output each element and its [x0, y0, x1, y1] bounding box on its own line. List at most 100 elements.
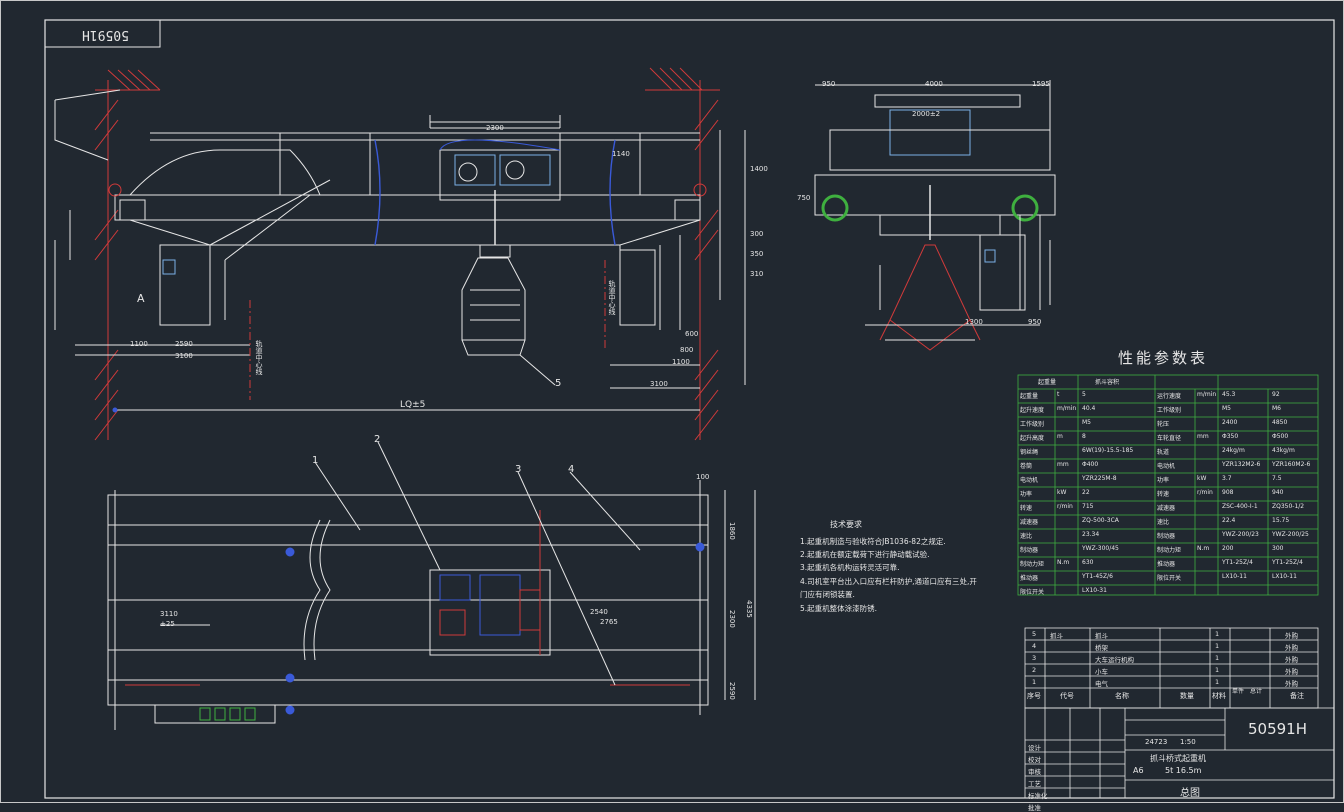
title-block-role: 审核	[1028, 768, 1041, 776]
plan-dim-0: 3110	[160, 610, 178, 618]
perf-right-bridge: ZQ350-1/2	[1272, 503, 1305, 510]
perf-right-label: 制动器	[1157, 533, 1176, 540]
perf-right-trolley: LX10-11	[1222, 573, 1247, 580]
perf-right-trolley: 22.4	[1222, 517, 1236, 524]
parts-row-no: 3	[1032, 654, 1037, 662]
perf-right-trolley: YT1-25Z/4	[1222, 559, 1253, 566]
parts-header-no: 序号	[1027, 692, 1041, 700]
plan-callout-2: 2	[374, 434, 381, 445]
elev-dim-r2: 300	[750, 230, 764, 238]
perf-row-label: 推动器	[1020, 575, 1039, 582]
perf-head-left2: 抓斗容积	[1095, 379, 1120, 386]
elev-dim-b6: 800	[680, 346, 694, 354]
front-elevation-view	[54, 67, 746, 441]
parts-row-remark: 外购	[1285, 680, 1298, 688]
parts-row-remark: 外购	[1285, 668, 1298, 676]
perf-right-trolley: 45.3	[1222, 391, 1236, 398]
perf-right-label: 工作级别	[1157, 407, 1182, 414]
tech-req-1: 1.起重机制造与验收符合JB1036-82之规定.	[800, 537, 946, 546]
perf-row-unit: m/min	[1057, 405, 1077, 412]
plan-callout-1: 1	[312, 455, 319, 466]
drawing-frame-inner	[44, 19, 1335, 799]
perf-right-label: 电动机	[1157, 463, 1176, 470]
parts-header-mat: 材料	[1212, 692, 1226, 700]
perf-right-unit: kW	[1197, 475, 1207, 482]
perf-row-label: 钢丝绳	[1020, 449, 1039, 456]
plan-view	[107, 441, 756, 730]
perf-right-bridge: 300	[1272, 545, 1284, 552]
parts-row-name: 电气	[1095, 680, 1108, 688]
perf-row-label: 电动机	[1020, 477, 1039, 484]
plan-dim-8: 100	[696, 473, 710, 481]
elev-dim-r4: 310	[750, 270, 764, 278]
parts-header-code: 代号	[1060, 692, 1074, 700]
parts-row-name: 桥架	[1095, 644, 1108, 652]
parts-row-no: 2	[1032, 666, 1037, 674]
plan-dim-7: 2590	[728, 682, 736, 700]
side-dim-3: 2000±2	[912, 110, 941, 118]
parts-row-remark: 外购	[1285, 644, 1298, 652]
parts-row-qty: 1	[1215, 642, 1220, 650]
perf-row-label: 功率	[1020, 491, 1033, 498]
perf-right-label: 制动力矩	[1157, 547, 1182, 554]
perf-row-label: 限位开关	[1020, 589, 1045, 596]
view-marker-a: A	[137, 292, 145, 305]
plan-dim-3: 2765	[600, 618, 618, 626]
parts-row-qty: 1	[1215, 630, 1220, 638]
perf-row-value: 6W(19)-15.5-185	[1082, 447, 1134, 454]
elev-dim-b2: 2590	[175, 340, 193, 348]
perf-row-label: 起重量	[1020, 393, 1039, 400]
perf-row-label: 速比	[1020, 533, 1033, 540]
elev-dim-r0: 1140	[612, 150, 630, 158]
elev-dim-r1: 1400	[750, 165, 768, 173]
perf-right-label: 限位开关	[1157, 575, 1182, 582]
perf-right-trolley: M5	[1222, 405, 1231, 412]
title-block-role: 设计	[1028, 744, 1041, 752]
parts-row-qty: 1	[1215, 666, 1220, 674]
perf-table-title: 性能参数表	[1118, 349, 1209, 367]
perf-right-bridge: 92	[1272, 391, 1280, 398]
parts-header-name: 名称	[1115, 692, 1129, 700]
parts-row-no: 5	[1032, 630, 1037, 638]
title-name: 抓斗桥式起重机	[1150, 754, 1206, 763]
perf-right-label: 功率	[1157, 477, 1170, 484]
perf-right-label: 速比	[1157, 519, 1170, 526]
side-dim-0: 950	[822, 80, 836, 88]
title-block-role: 工艺	[1028, 780, 1041, 788]
perf-row-unit: t	[1057, 391, 1060, 398]
callout-5-elev: 5	[555, 378, 562, 389]
perf-right-unit: N.m	[1197, 545, 1210, 552]
parts-row-qty: 1	[1215, 654, 1220, 662]
plan-dim-5: 4335	[745, 600, 753, 618]
perf-row-label: 卷筒	[1020, 463, 1033, 470]
perf-row-label: 工作级别	[1020, 421, 1045, 428]
side-dim-2: 1595	[1032, 80, 1050, 88]
perf-row-value: Φ400	[1082, 461, 1099, 468]
tech-req-4: 4.司机室平台出入口应有栏杆防护,通道口应有三处,开门应有闭锁装置.	[800, 577, 977, 599]
perf-right-bridge: M6	[1272, 405, 1281, 412]
perf-right-bridge: YWZ-200/25	[1272, 531, 1309, 538]
perf-row-unit: kW	[1057, 489, 1067, 496]
parts-row-qty: 1	[1215, 678, 1220, 686]
tech-req-2: 2.起重机在额定载荷下进行静动载试验.	[800, 550, 930, 559]
perf-row-value: YZR225M-8	[1082, 475, 1117, 482]
perf-table-grid	[1017, 374, 1319, 596]
side-dim-b0: 1300	[965, 318, 983, 326]
title-block-role: 批准	[1028, 804, 1041, 812]
perf-right-bridge: YZR160M2-6	[1272, 461, 1311, 468]
perf-row-value: 630	[1082, 559, 1094, 566]
perf-right-bridge: LX10-11	[1272, 573, 1297, 580]
perf-row-value: 5	[1082, 391, 1086, 398]
plan-dim-4: 1860	[728, 522, 736, 540]
elev-dim-b1: 3100	[175, 352, 193, 360]
parts-header-total: 总计	[1250, 688, 1263, 695]
parts-header-remark: 备注	[1290, 692, 1304, 700]
perf-row-unit: m	[1057, 433, 1063, 440]
elev-dim-b4: 3100	[650, 380, 668, 388]
perf-right-label: 减速器	[1157, 505, 1176, 512]
title-number: 24723	[1145, 738, 1168, 746]
rail-note-left: 轨道中心线	[255, 340, 263, 375]
elev-dim-top: 2300	[486, 124, 504, 132]
